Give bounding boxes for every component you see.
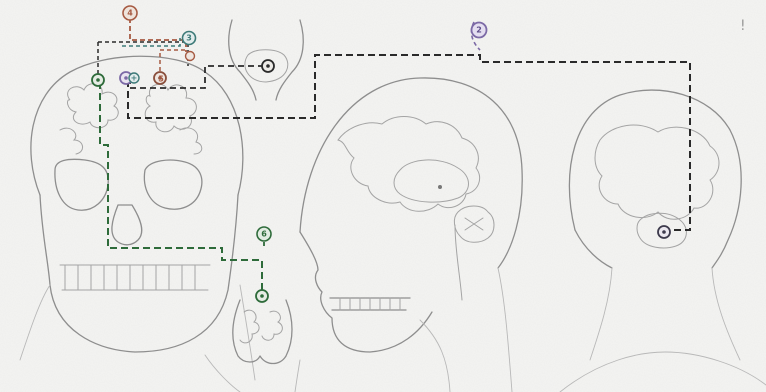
point-marker-pelvis [262,60,274,72]
point-marker-intestine [256,290,268,302]
plus-circle-icon: + [129,73,139,83]
marker-3: 3 [183,32,196,45]
marker-5: 5 [158,75,164,84]
marker-6: 6 [257,227,271,241]
svg-text:2: 2 [476,26,482,35]
svg-text:+: + [131,74,138,83]
point-marker-small-red [186,52,195,61]
marker-4: 4 [123,6,137,20]
svg-text:6: 6 [261,230,267,239]
edge-mark: ! [740,18,746,34]
svg-text:4: 4 [127,9,133,18]
thalamus-dot [438,185,442,189]
point-marker-green [92,74,104,86]
marker-2: 2 [472,23,487,38]
svg-text:5: 5 [158,75,164,84]
svg-text:3: 3 [186,34,192,43]
point-marker-back-head [658,226,670,238]
